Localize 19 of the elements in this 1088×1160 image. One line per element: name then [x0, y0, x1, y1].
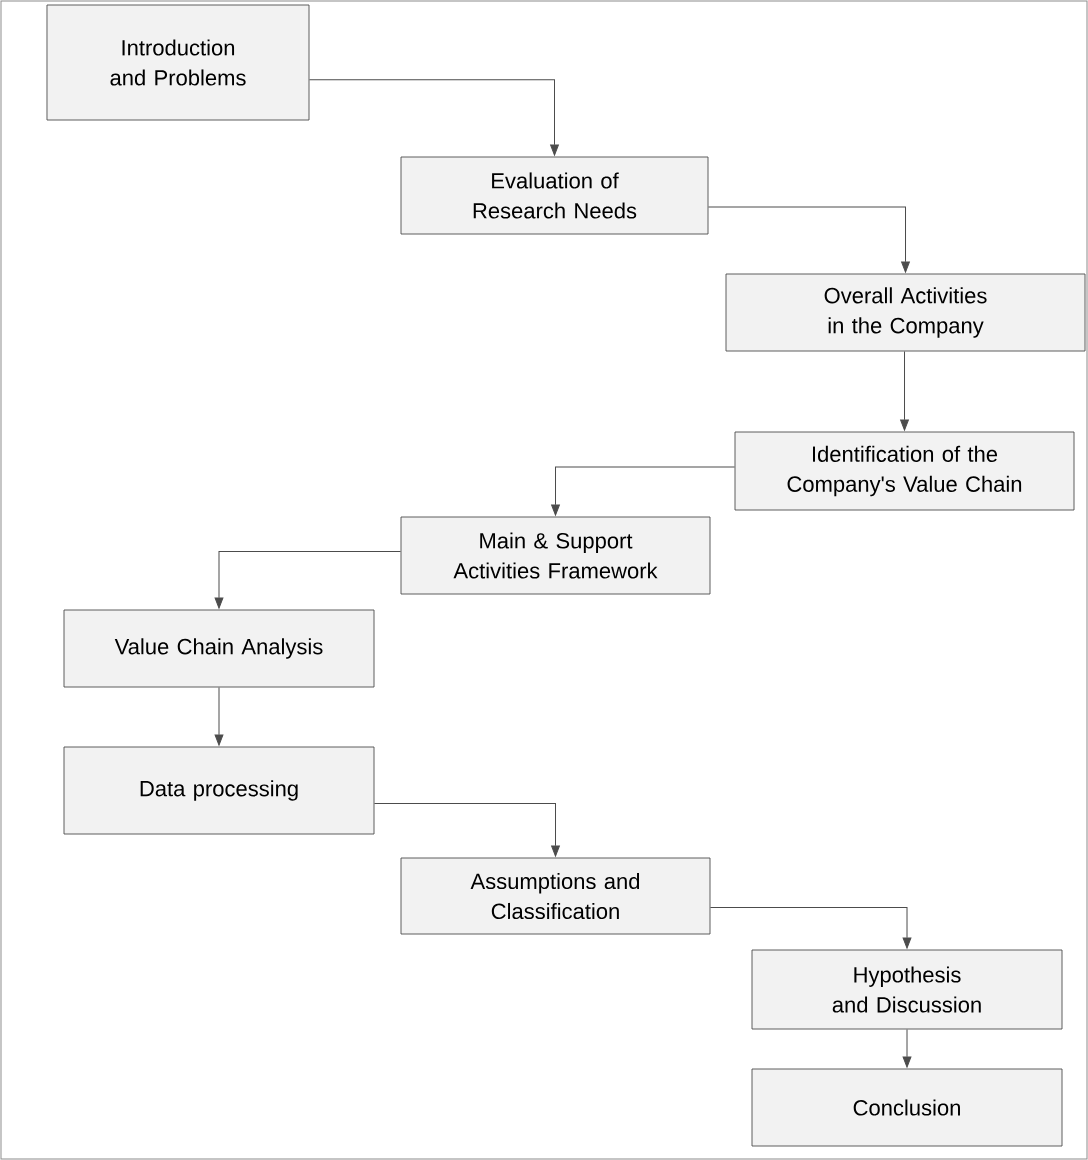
process-box: Overall Activities in the Company — [725, 273, 1086, 352]
arrow — [707, 206, 910, 273]
process-box: Data processing — [63, 746, 375, 835]
process-box: Conclusion — [751, 1068, 1063, 1147]
arrow — [902, 1028, 912, 1068]
arrow — [551, 466, 736, 516]
arrow — [709, 906, 912, 949]
process-box: Evaluation of Research Needs — [400, 156, 709, 235]
arrow — [308, 79, 559, 156]
arrow — [900, 350, 909, 431]
arrow — [373, 803, 560, 857]
process-box: Main & Support Activities Framework — [400, 516, 711, 595]
process-box: Identification of the Company's Value Chain — [734, 431, 1075, 511]
process-box: Value Chain Analysis — [63, 609, 375, 688]
arrow — [214, 551, 402, 609]
arrow — [214, 686, 224, 746]
process-box: Assumptions and Classification — [400, 857, 711, 935]
process-box: Introduction and Problems — [46, 4, 310, 121]
process-box: Hypothesis and Discussion — [751, 949, 1063, 1030]
